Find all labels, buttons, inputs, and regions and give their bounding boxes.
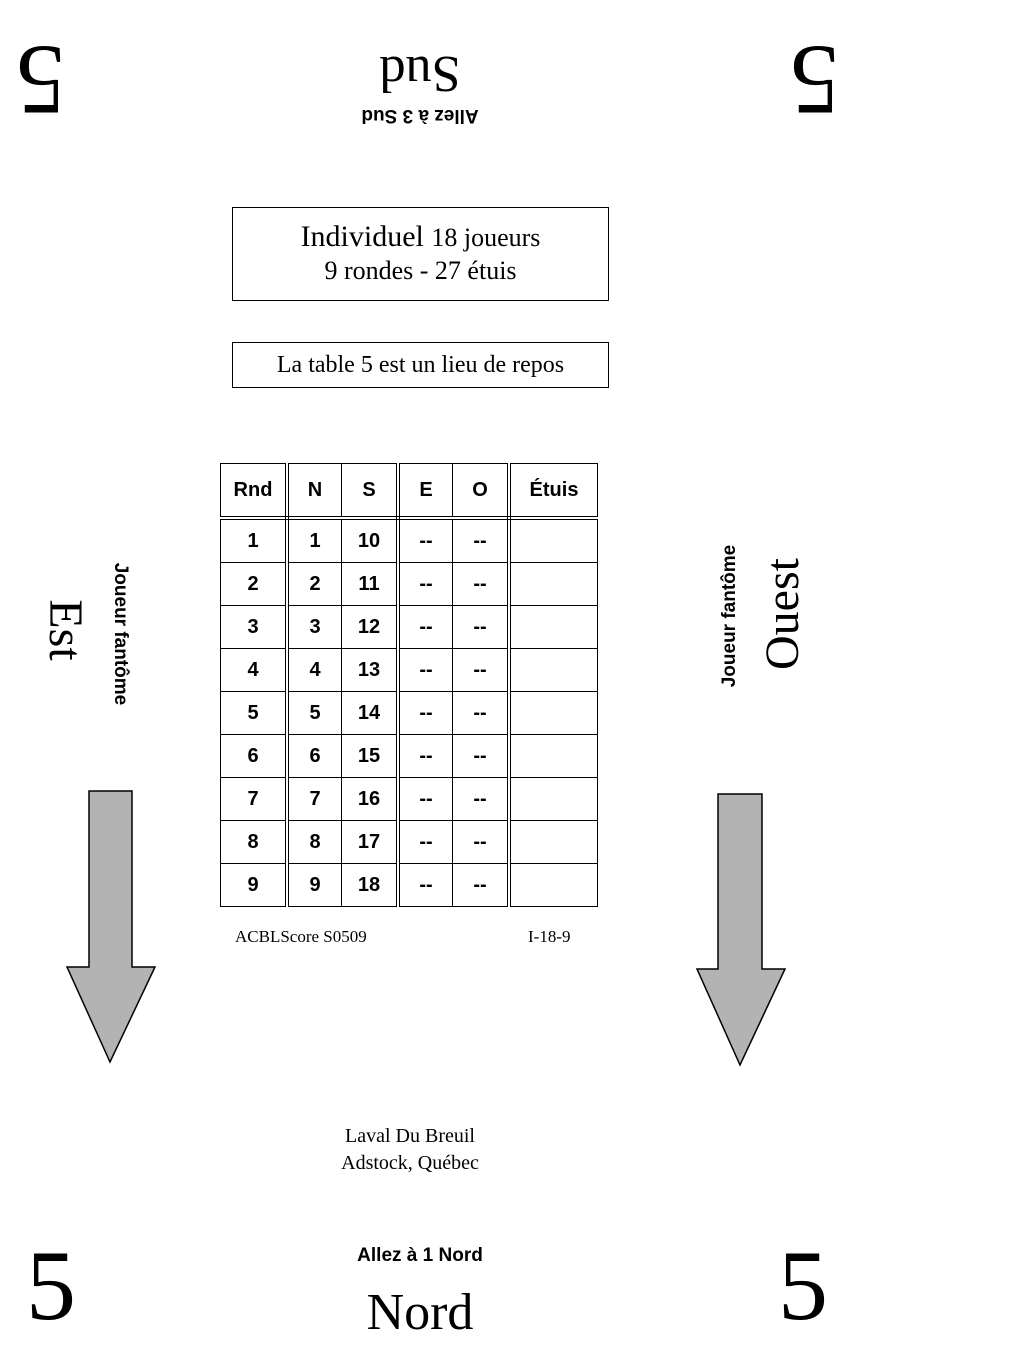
cell-rnd: 6 xyxy=(220,734,289,778)
top-position-label: Sud xyxy=(379,45,461,102)
cell-s: 16 xyxy=(341,777,400,821)
corner-number-top-left: 5 xyxy=(16,25,66,136)
cell-o: -- xyxy=(452,562,511,606)
rest-table-notice: La table 5 est un lieu de repos xyxy=(232,342,609,388)
cell-o: -- xyxy=(452,648,511,692)
cell-rnd: 2 xyxy=(220,562,289,606)
cell-s: 12 xyxy=(341,605,400,649)
cell-s: 10 xyxy=(341,517,400,563)
cell-s: 17 xyxy=(341,820,400,864)
left-position-label: Est xyxy=(39,599,92,661)
cell-o: -- xyxy=(452,691,511,735)
corner-number-bottom-left: 5 xyxy=(26,1230,76,1341)
cell-n: 9 xyxy=(286,863,342,907)
cell-n: 3 xyxy=(286,605,342,649)
cell-o: -- xyxy=(452,863,511,907)
table-row: 9 9 18 -- -- xyxy=(220,863,598,907)
cell-e: -- xyxy=(397,777,453,821)
cell-s: 15 xyxy=(341,734,400,778)
event-name: Individuel xyxy=(300,220,424,253)
cell-e: -- xyxy=(397,648,453,692)
cell-o: -- xyxy=(452,820,511,864)
header-rnd: Rnd xyxy=(220,463,289,520)
header-o: O xyxy=(452,463,511,520)
cell-o: -- xyxy=(452,517,511,563)
cell-boards xyxy=(508,820,598,864)
table-row: 6 6 15 -- -- xyxy=(220,734,598,778)
cell-e: -- xyxy=(397,691,453,735)
top-section: Allez à 3 Sud Sud xyxy=(300,36,540,126)
bottom-section: Allez à 1 Nord Nord xyxy=(300,1244,540,1346)
cell-boards xyxy=(508,777,598,821)
cell-e: -- xyxy=(397,863,453,907)
cell-e: -- xyxy=(397,562,453,606)
table-row: 1 1 10 -- -- xyxy=(220,517,598,563)
cell-n: 7 xyxy=(286,777,342,821)
credit-location: Adstock, Québec xyxy=(341,1152,479,1174)
credit-name: Laval Du Breuil xyxy=(345,1125,475,1147)
header-e: E xyxy=(397,463,453,520)
cell-e: -- xyxy=(397,517,453,563)
cell-rnd: 4 xyxy=(220,648,289,692)
header-boards: Étuis xyxy=(508,463,598,520)
cell-boards xyxy=(508,648,598,692)
bottom-position-label: Nord xyxy=(366,1284,474,1341)
left-down-arrow-icon xyxy=(65,790,157,1064)
cell-boards xyxy=(508,517,598,563)
cell-boards xyxy=(508,562,598,606)
cell-e: -- xyxy=(397,605,453,649)
cell-boards xyxy=(508,691,598,735)
bottom-move-instruction: Allez à 1 Nord xyxy=(357,1245,483,1266)
cell-boards xyxy=(508,863,598,907)
table-row: 5 5 14 -- -- xyxy=(220,691,598,735)
corner-number-bottom-right: 5 xyxy=(778,1230,828,1341)
player-count: 18 joueurs xyxy=(431,223,541,252)
cell-o: -- xyxy=(452,605,511,649)
movement-table: Rnd N S E O Étuis 1 1 10 -- -- 2 2 11 --… xyxy=(220,463,598,907)
right-down-arrow-icon xyxy=(695,793,787,1067)
info-box: Individuel 18 joueurs 9 rondes - 27 étui… xyxy=(232,207,609,301)
rounds-boards: 9 rondes - 27 étuis xyxy=(324,256,517,285)
movement-code: I-18-9 xyxy=(528,927,571,946)
software-version: ACBLScore S0509 xyxy=(235,927,367,946)
cell-boards xyxy=(508,734,598,778)
cell-rnd: 8 xyxy=(220,820,289,864)
cell-s: 13 xyxy=(341,648,400,692)
right-player-label: Joueur fantôme xyxy=(719,544,740,688)
cell-rnd: 3 xyxy=(220,605,289,649)
cell-n: 5 xyxy=(286,691,342,735)
cell-e: -- xyxy=(397,820,453,864)
table-row: 3 3 12 -- -- xyxy=(220,605,598,649)
cell-n: 4 xyxy=(286,648,342,692)
cell-o: -- xyxy=(452,777,511,821)
table-row: 7 7 16 -- -- xyxy=(220,777,598,821)
cell-rnd: 7 xyxy=(220,777,289,821)
left-player-label: Joueur fantôme xyxy=(110,562,131,706)
cell-n: 2 xyxy=(286,562,342,606)
cell-s: 18 xyxy=(341,863,400,907)
cell-s: 14 xyxy=(341,691,400,735)
table-header-row: Rnd N S E O Étuis xyxy=(220,463,598,520)
cell-n: 6 xyxy=(286,734,342,778)
cell-n: 1 xyxy=(286,517,342,563)
corner-number-top-right: 5 xyxy=(790,25,840,136)
cell-e: -- xyxy=(397,734,453,778)
cell-s: 11 xyxy=(341,562,400,606)
header-s: S xyxy=(341,463,400,520)
header-n: N xyxy=(286,463,342,520)
cell-n: 8 xyxy=(286,820,342,864)
cell-rnd: 5 xyxy=(220,691,289,735)
cell-o: -- xyxy=(452,734,511,778)
table-row: 2 2 11 -- -- xyxy=(220,562,598,606)
credit: Laval Du Breuil Adstock, Québec xyxy=(290,1123,530,1177)
table-row: 4 4 13 -- -- xyxy=(220,648,598,692)
cell-rnd: 9 xyxy=(220,863,289,907)
cell-rnd: 1 xyxy=(220,517,289,563)
top-move-instruction: Allez à 3 Sud xyxy=(361,105,479,126)
right-position-label: Ouest xyxy=(756,558,809,670)
cell-boards xyxy=(508,605,598,649)
table-row: 8 8 17 -- -- xyxy=(220,820,598,864)
